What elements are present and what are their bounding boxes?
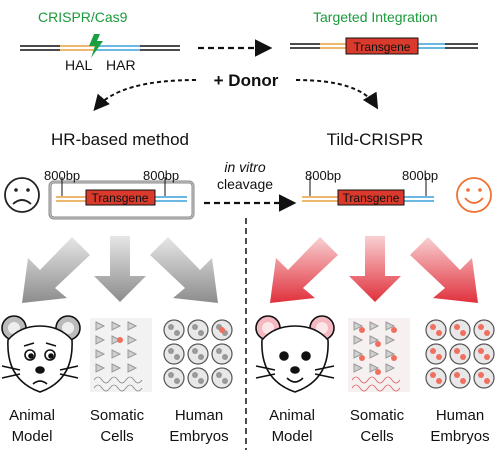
hr-outcome-embryos-line1: Human <box>175 407 223 424</box>
red-arrow-middle <box>349 236 401 302</box>
cleavage-line1: in vitro <box>224 159 265 175</box>
human-embryos-grey-icon <box>163 319 233 389</box>
donor-arrow-right <box>295 79 379 110</box>
tild-arm-right-label: 800bp <box>402 168 438 183</box>
tild-linear-donor <box>302 177 434 206</box>
happy-face-icon <box>456 177 492 213</box>
hr-outcome-animal-line1: Animal <box>9 407 55 424</box>
red-arrow-left <box>270 237 338 303</box>
hr-outcome-somatic-line1: Somatic <box>90 407 145 424</box>
har-label: HAR <box>106 57 136 73</box>
integration-transgene-label: Transgene <box>354 40 411 54</box>
donor-label: + Donor <box>214 71 279 90</box>
hr-outcome-animal-line2: Model <box>12 428 53 445</box>
tild-outcome-somatic-line1: Somatic <box>350 407 405 424</box>
integrated-dna <box>290 37 478 55</box>
hal-label: HAL <box>65 57 92 73</box>
tild-transgene-label: Transgene <box>343 191 400 205</box>
hr-outcome-embryos-line2: Embryos <box>169 428 228 445</box>
hr-arm-right-label: 800bp <box>143 168 179 183</box>
hr-arm-left-label: 800bp <box>44 168 80 183</box>
somatic-cells-grey-icon <box>90 318 152 392</box>
tild-outcome-somatic-line2: Cells <box>360 428 393 445</box>
tild-outcome-animal-line2: Model <box>272 428 313 445</box>
grey-arrow-left <box>22 237 90 303</box>
donor-arrow-left <box>93 79 197 112</box>
red-arrow-right <box>410 237 478 303</box>
hr-outcome-arrows <box>22 236 218 303</box>
hr-transgene-label: Transgene <box>92 191 149 205</box>
integration-label: Targeted Integration <box>313 9 438 25</box>
grey-arrow-right <box>150 237 218 303</box>
hr-method-title: HR-based method <box>51 130 189 149</box>
grey-arrow-middle <box>94 236 146 302</box>
tild-outcome-embryos-line2: Embryos <box>430 428 489 445</box>
tild-outcome-arrows <box>270 236 478 303</box>
tild-outcome-embryos-line1: Human <box>436 407 484 424</box>
cut-site-dna <box>20 45 180 51</box>
tild-crispr-title: Tild-CRISPR <box>327 130 424 149</box>
sad-face-icon <box>4 177 40 213</box>
hr-donor-plasmid <box>48 177 195 220</box>
crispr-label: CRISPR/Cas9 <box>38 9 128 25</box>
lightning-bolt-icon <box>89 34 103 58</box>
tild-outcome-animal-line1: Animal <box>269 407 315 424</box>
somatic-cells-red-icon <box>348 318 410 392</box>
happy-mouse-icon <box>255 315 335 393</box>
cleavage-line2: cleavage <box>217 176 273 192</box>
sad-mouse-icon <box>1 315 81 393</box>
hr-outcome-somatic-line2: Cells <box>100 428 133 445</box>
human-embryos-red-icon <box>425 319 495 389</box>
tild-arm-left-label: 800bp <box>305 168 341 183</box>
